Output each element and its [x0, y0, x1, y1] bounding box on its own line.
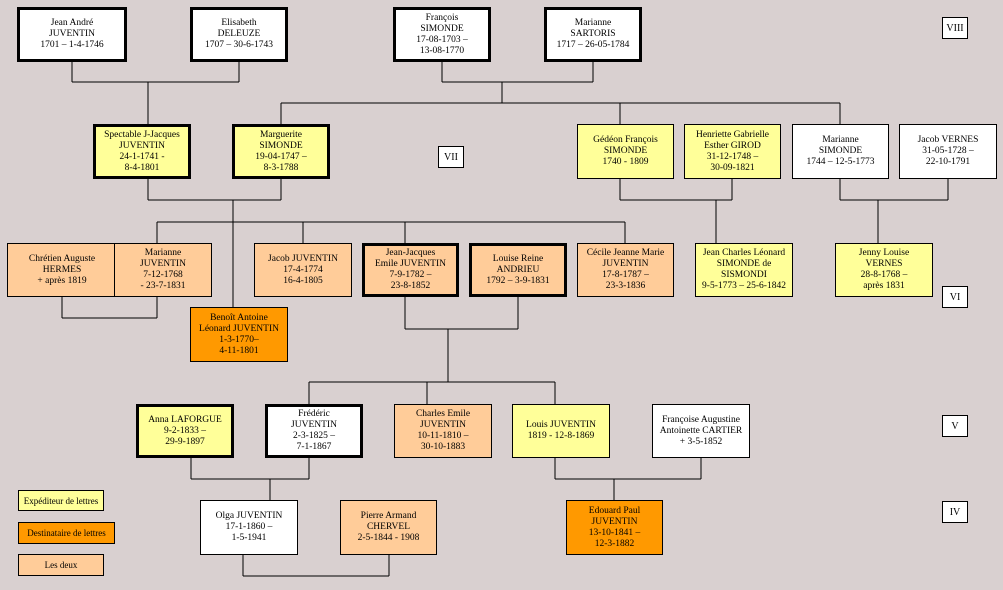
- generation-label-v: V: [942, 415, 968, 437]
- generation-label-vii: VII: [438, 146, 464, 168]
- generation-label-vi: VI: [942, 286, 968, 308]
- legend-both: Les deux: [18, 554, 104, 576]
- legend-sender: Expéditeur de lettres: [18, 490, 104, 511]
- generation-label-iv: IV: [942, 501, 968, 523]
- legend-recipient: Destinataire de lettres: [18, 522, 115, 544]
- generation-label-viii: VIII: [942, 17, 968, 39]
